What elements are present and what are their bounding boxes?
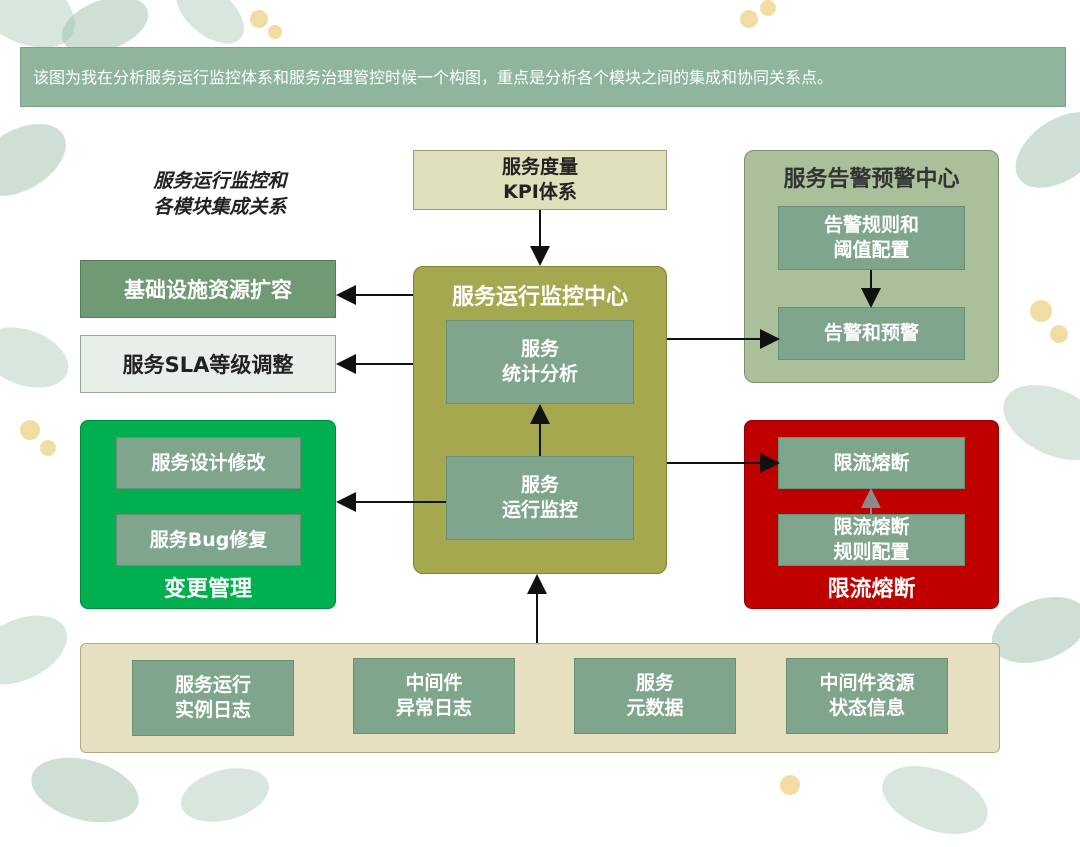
- monitoring-center-title: 服务运行监控中心: [451, 285, 628, 310]
- service-monitor-box: 服务 运行监控: [446, 456, 634, 540]
- source-middleware-status-box: 中间件资源 状态信息: [786, 658, 948, 734]
- infra-scaling-box: 基础设施资源扩容: [80, 260, 336, 318]
- design-change-box: 服务设计修改: [116, 437, 301, 489]
- change-management-title: 变更管理: [163, 577, 252, 602]
- diagram-caption: 服务运行监控和 各模块集成关系: [153, 170, 287, 218]
- circuit-breaker-config-box: 限流熔断 规则配置: [778, 514, 965, 566]
- alert-center-title: 服务告警预警中心: [783, 167, 960, 192]
- circuit-breaker-box: 限流熔断: [778, 437, 965, 489]
- description-banner: 该图为我在分析服务运行监控体系和服务治理管控时候一个构图，重点是分析各个模块之间…: [20, 47, 1066, 107]
- source-middleware-error-log-box: 中间件 异常日志: [353, 658, 515, 734]
- sla-adjust-box: 服务SLA等级调整: [80, 335, 336, 393]
- source-instance-log-box: 服务运行 实例日志: [132, 660, 294, 736]
- kpi-box: 服务度量 KPI体系: [413, 150, 667, 210]
- service-stats-box: 服务 统计分析: [446, 320, 634, 404]
- bug-fix-box: 服务Bug修复: [116, 514, 301, 566]
- circuit-breaker-title: 限流熔断: [827, 577, 916, 602]
- source-service-metadata-box: 服务 元数据: [574, 658, 736, 734]
- alert-warning-box: 告警和预警: [778, 307, 965, 360]
- alert-rules-box: 告警规则和 阈值配置: [778, 206, 965, 270]
